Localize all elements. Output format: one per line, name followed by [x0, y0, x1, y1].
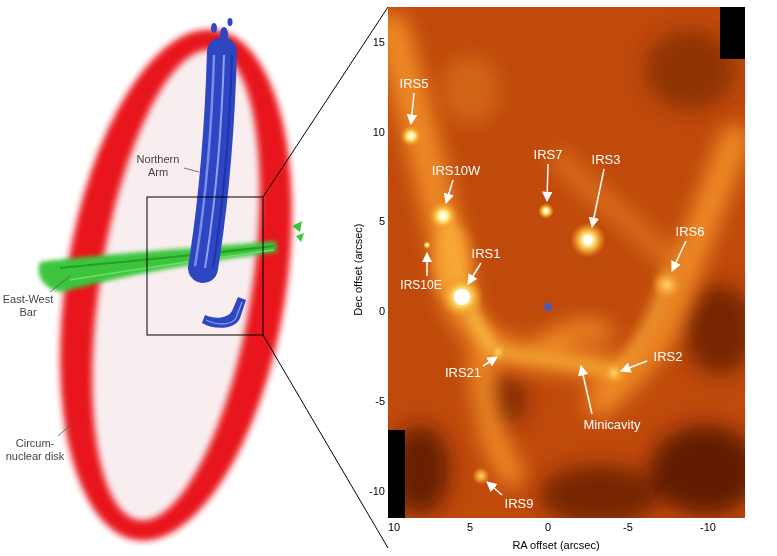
tick-label: -10: [369, 485, 385, 498]
source-core: [454, 289, 470, 305]
region-label: Circum- nuclear disk: [2, 437, 68, 463]
source-irs3: [570, 222, 606, 258]
pointer-arrow: [446, 180, 453, 203]
source-irs10e: [423, 241, 431, 249]
region-label: Northern Arm: [133, 153, 183, 179]
dark-region: [685, 285, 745, 375]
tick-label: 0: [379, 305, 385, 318]
tick-label: 5: [467, 521, 473, 534]
axis-title: RA offset (arcsec): [512, 539, 599, 552]
circumnuclear-ring: [27, 13, 325, 556]
region-label: East-West Bar: [0, 293, 56, 319]
source-irs21: [488, 342, 508, 362]
source-label: IRS9: [505, 496, 534, 512]
pointer-arrow: [487, 482, 502, 495]
zoom-box: [147, 197, 263, 335]
dark-region: [540, 465, 660, 518]
tick-label: -5: [623, 521, 633, 534]
pointer-arrow: [581, 366, 592, 414]
bar-fragment: [296, 233, 304, 242]
dark-regions: [390, 30, 745, 518]
source-label: IRS10E: [400, 278, 441, 292]
source-label: IRS21: [445, 365, 481, 381]
leader-line: [58, 422, 74, 436]
source-label: IRS7: [534, 147, 563, 163]
tick-label: -10: [700, 521, 716, 534]
tick-label: 15: [373, 36, 385, 49]
arm-stripe: [195, 55, 214, 266]
warm-region: [440, 55, 500, 125]
dark-region: [650, 425, 745, 515]
hook-stripe: [206, 302, 242, 324]
bar-fragment: [292, 221, 302, 232]
source-label: IRS1: [472, 246, 501, 262]
source-irs2: [601, 360, 627, 386]
source-irs5: [400, 125, 422, 147]
diffuse-filaments: [392, 30, 735, 475]
arm-fragment: [228, 18, 233, 26]
infrared-image: [388, 7, 745, 518]
tick-label: 10: [373, 126, 385, 139]
arm-stripe: [213, 55, 232, 268]
pointer-arrow: [483, 357, 497, 366]
pointer-arrow: [411, 93, 414, 124]
source-label: IRS5: [400, 76, 429, 92]
east-west-bar: [39, 221, 304, 292]
pointer-arrows: [411, 93, 686, 495]
tick-label: 0: [545, 521, 551, 534]
source-irs1: [440, 275, 484, 319]
feature-label: Minicavity: [583, 417, 640, 433]
pointer-arrow: [426, 253, 428, 276]
northern-arm: [195, 18, 233, 268]
source-label: IRS3: [592, 152, 621, 168]
tick-label: 10: [388, 521, 400, 534]
filament: [482, 350, 512, 475]
sgr-a-star-marker: [543, 302, 553, 312]
no-data-patch: [388, 430, 405, 518]
zoom-line: [263, 335, 388, 548]
filament: [495, 352, 612, 372]
filament: [600, 140, 735, 402]
tick-label: 5: [379, 215, 385, 228]
source-label: IRS6: [676, 224, 705, 240]
pointer-arrow: [592, 169, 604, 227]
pointer-arrow: [621, 361, 647, 371]
pointer-arrow: [468, 263, 481, 284]
star-stroke: [545, 304, 552, 311]
star-stroke: [545, 304, 552, 311]
point-sources: [400, 125, 683, 485]
leader-line: [50, 276, 70, 292]
bar-body: [39, 241, 277, 292]
arm-fragment: [220, 27, 228, 41]
source-irs10w: [428, 201, 458, 231]
bright-filaments: [434, 215, 668, 372]
arm-stripe: [205, 55, 224, 268]
source-label: IRS2: [654, 349, 683, 365]
source-irs7: [538, 203, 554, 219]
source-irs6: [651, 269, 683, 301]
filament: [560, 160, 670, 260]
zoom-line: [263, 7, 388, 197]
pointer-arrow: [547, 164, 548, 201]
axis-title: Dec offset (arcsec): [352, 224, 365, 316]
no-data-patch: [720, 7, 745, 59]
leader-line: [184, 168, 199, 172]
bar-stripe: [70, 250, 274, 280]
arm-fragment: [211, 23, 217, 33]
arm-hook: [202, 297, 246, 328]
source-core: [584, 236, 592, 244]
source-label: IRS10W: [432, 163, 480, 179]
disk-group: [27, 13, 325, 556]
pointer-arrow: [672, 241, 686, 271]
tick-label: -5: [375, 395, 385, 408]
